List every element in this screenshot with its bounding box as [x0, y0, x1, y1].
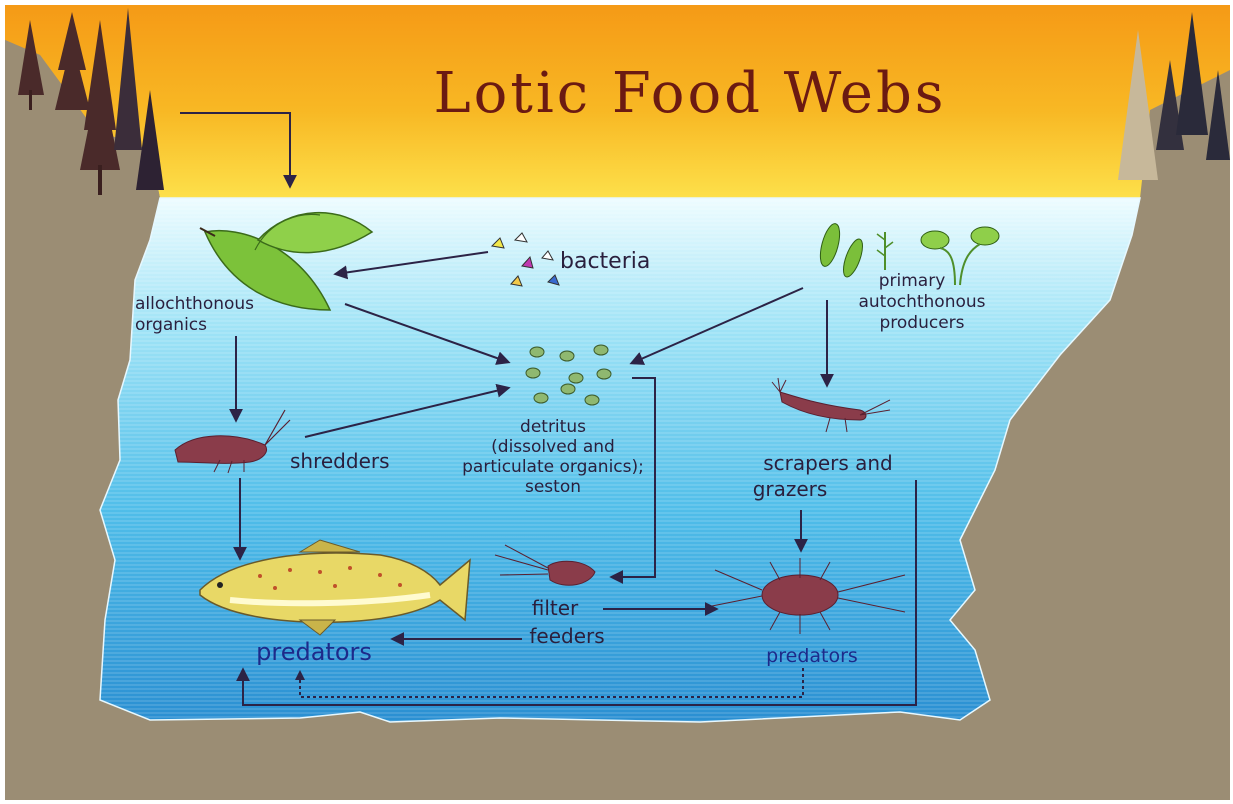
- scrapers-label-line2: grazers: [753, 477, 828, 501]
- shredders-label: shredders: [290, 449, 390, 473]
- filter-feeders-label-line1: filter: [532, 596, 579, 620]
- predators-left-label: predators: [256, 638, 372, 666]
- predators-right-label: predators: [766, 645, 858, 667]
- detritus-label-line1: detritus: [520, 417, 586, 437]
- bacteria-label: bacteria: [560, 249, 650, 274]
- allochthonous-label-line1: allochthonous: [135, 294, 254, 314]
- filter-feeders-label-line2: feeders: [529, 624, 604, 648]
- detritus-label-line2: (dissolved and: [491, 437, 615, 457]
- primary-producers-label-line3: producers: [879, 313, 964, 333]
- primary-producers-label-line2: autochthonous: [858, 292, 985, 312]
- allochthonous-label-line2: organics: [135, 315, 207, 335]
- scrapers-label-line1: scrapers and: [763, 451, 893, 475]
- detritus-label-line4: seston: [525, 477, 581, 497]
- detritus-label-line3: particulate organics);: [462, 457, 644, 477]
- primary-producers-label-line1: primary: [879, 271, 946, 291]
- diagram-title: Lotic Food Webs: [433, 61, 946, 126]
